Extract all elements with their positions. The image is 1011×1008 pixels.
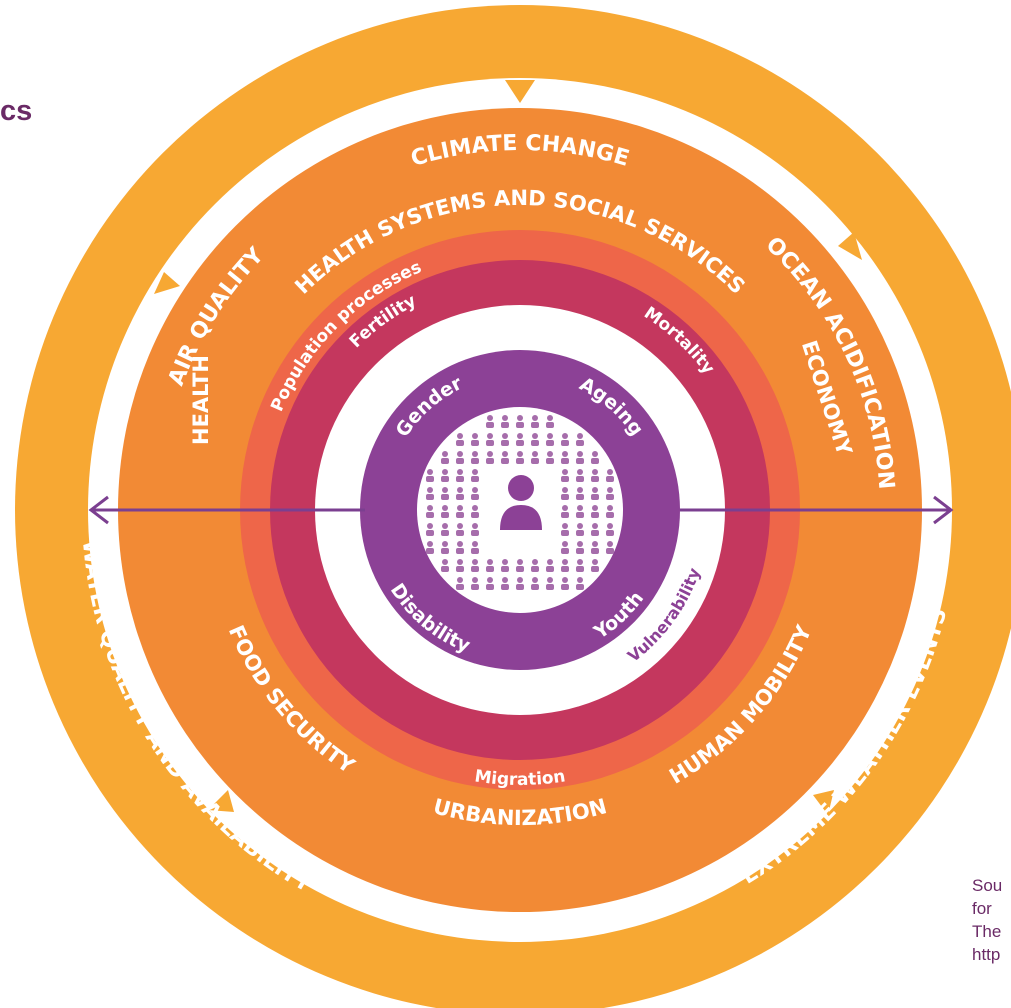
- label-health: HEALTH: [189, 355, 213, 445]
- person-pictogram: [516, 433, 524, 446]
- person-pictogram: [591, 541, 599, 554]
- person-pictogram: [606, 487, 614, 500]
- person-pictogram: [531, 415, 539, 428]
- person-pictogram: [456, 577, 464, 590]
- person-pictogram: [531, 577, 539, 590]
- page-title-fragment: cs: [0, 95, 33, 127]
- person-pictogram: [591, 505, 599, 518]
- source-line: The: [972, 922, 1002, 941]
- person-pictogram: [501, 559, 509, 572]
- person-pictogram: [606, 523, 614, 536]
- person-pictogram: [576, 487, 584, 500]
- person-pictogram: [441, 469, 449, 482]
- person-pictogram: [561, 577, 569, 590]
- person-pictogram: [456, 487, 464, 500]
- person-pictogram: [561, 433, 569, 446]
- person-pictogram: [471, 523, 479, 536]
- person-pictogram: [531, 451, 539, 464]
- person-pictogram: [486, 577, 494, 590]
- person-pictogram: [426, 505, 434, 518]
- person-pictogram: [471, 505, 479, 518]
- person-pictogram: [426, 541, 434, 554]
- person-pictogram: [516, 559, 524, 572]
- person-pictogram: [426, 487, 434, 500]
- person-pictogram: [456, 451, 464, 464]
- person-pictogram: [546, 577, 554, 590]
- outer-arrows: [154, 80, 862, 815]
- person-pictogram: [441, 523, 449, 536]
- person-pictogram: [501, 577, 509, 590]
- person-pictogram: [561, 487, 569, 500]
- person-pictogram: [441, 505, 449, 518]
- person-pictogram: [546, 451, 554, 464]
- people-grid-icon: [426, 415, 614, 590]
- person-pictogram: [516, 415, 524, 428]
- person-pictogram: [576, 433, 584, 446]
- horizontal-arrow: [88, 495, 954, 525]
- person-pictogram: [576, 451, 584, 464]
- person-pictogram: [456, 505, 464, 518]
- source-note: Sou for The http: [972, 874, 1011, 966]
- person-pictogram: [471, 487, 479, 500]
- person-pictogram: [501, 415, 509, 428]
- person-pictogram: [501, 433, 509, 446]
- person-pictogram: [561, 523, 569, 536]
- person-pictogram: [456, 523, 464, 536]
- person-pictogram: [591, 469, 599, 482]
- person-pictogram: [456, 433, 464, 446]
- person-pictogram: [576, 577, 584, 590]
- person-pictogram: [456, 559, 464, 572]
- person-pictogram: [591, 559, 599, 572]
- person-pictogram: [456, 541, 464, 554]
- person-pictogram: [441, 541, 449, 554]
- person-pictogram: [576, 469, 584, 482]
- person-pictogram: [606, 505, 614, 518]
- person-pictogram: [426, 523, 434, 536]
- person-pictogram: [561, 451, 569, 464]
- person-pictogram: [471, 451, 479, 464]
- person-pictogram: [471, 559, 479, 572]
- person-pictogram: [441, 487, 449, 500]
- person-pictogram: [471, 469, 479, 482]
- person-pictogram: [546, 559, 554, 572]
- person-pictogram: [531, 559, 539, 572]
- person-pictogram: [576, 523, 584, 536]
- person-pictogram: [591, 451, 599, 464]
- person-pictogram: [561, 559, 569, 572]
- person-pictogram: [471, 541, 479, 554]
- person-pictogram: [486, 559, 494, 572]
- person-pictogram: [531, 433, 539, 446]
- person-pictogram: [441, 451, 449, 464]
- person-pictogram: [576, 541, 584, 554]
- source-line: for: [972, 899, 992, 918]
- person-pictogram: [501, 451, 509, 464]
- person-pictogram: [486, 415, 494, 428]
- person-pictogram: [546, 433, 554, 446]
- person-pictogram: [471, 577, 479, 590]
- person-pictogram: [441, 559, 449, 572]
- person-pictogram: [486, 451, 494, 464]
- source-line: http: [972, 945, 1001, 964]
- person-pictogram: [576, 559, 584, 572]
- person-pictogram: [486, 433, 494, 446]
- person-pictogram: [456, 469, 464, 482]
- person-pictogram: [561, 505, 569, 518]
- person-pictogram: [606, 469, 614, 482]
- person-pictogram: [426, 469, 434, 482]
- person-pictogram: [606, 541, 614, 554]
- source-line: Sou: [972, 876, 1003, 895]
- person-pictogram: [546, 415, 554, 428]
- person-pictogram: [561, 469, 569, 482]
- person-pictogram: [591, 523, 599, 536]
- person-pictogram: [516, 451, 524, 464]
- label-migration: Migration: [473, 766, 566, 790]
- person-pictogram: [561, 541, 569, 554]
- person-pictogram: [516, 577, 524, 590]
- person-icon: [500, 475, 542, 530]
- person-pictogram: [576, 505, 584, 518]
- person-pictogram: [471, 433, 479, 446]
- person-pictogram: [591, 487, 599, 500]
